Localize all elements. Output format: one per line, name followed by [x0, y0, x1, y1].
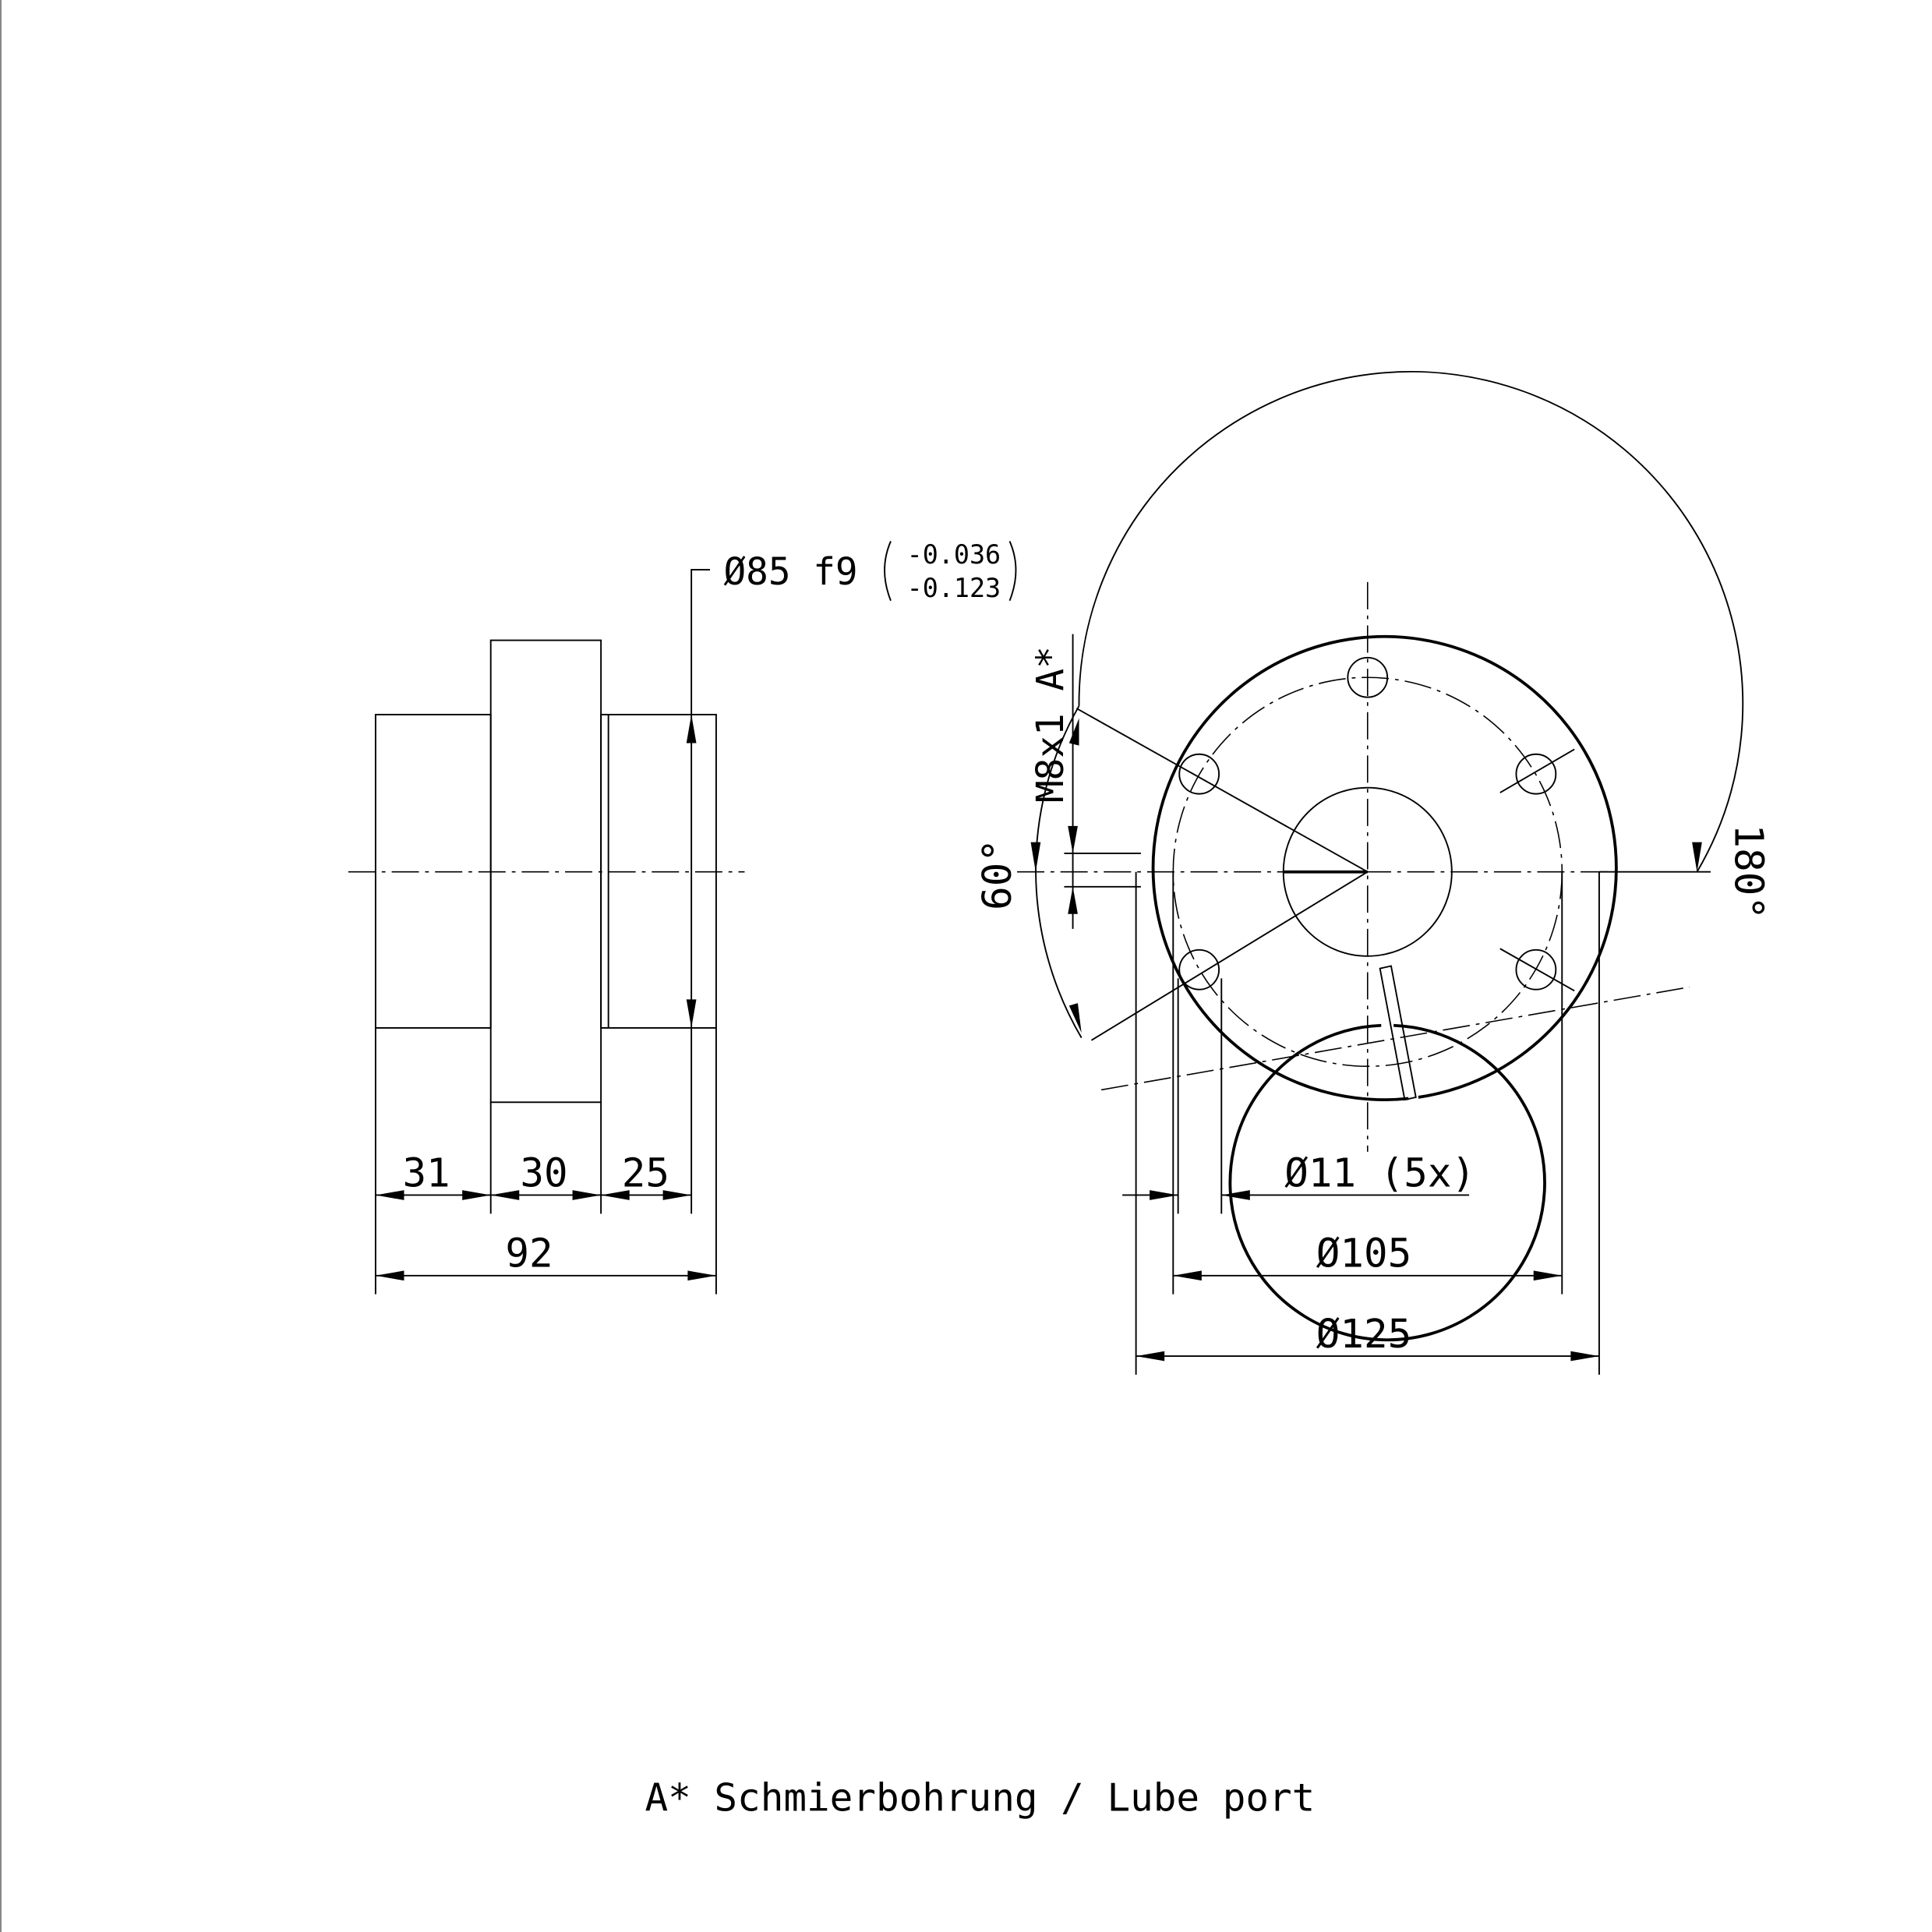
footnote: A* Schmierbohrung / Lube port: [645, 1775, 1315, 1820]
dim-25: 25: [622, 1150, 669, 1196]
bolt-hole: [1515, 948, 1557, 991]
dim-30: 30: [520, 1150, 567, 1196]
angle-180-label: 180°: [1726, 825, 1772, 920]
diameter-85-label: Ø85 f9: [723, 551, 857, 594]
dim-31: 31: [402, 1150, 450, 1196]
bolt-circle-label: Ø105: [1316, 1231, 1411, 1277]
dim-92: 92: [505, 1231, 553, 1277]
inner-ring: [1228, 1023, 1546, 1342]
bolt-circle: [1172, 676, 1563, 1068]
flange-middle: [489, 639, 602, 1104]
outer-diameter-label: Ø125: [1316, 1311, 1411, 1357]
flange-right: [600, 713, 717, 1029]
bolt-hole: [1178, 753, 1220, 795]
bolt-hole: [1515, 753, 1557, 795]
outer-flange: [1151, 634, 1618, 1102]
thread-label: M8x1 A*: [1030, 646, 1072, 803]
slot: [1379, 965, 1417, 1101]
angle-60-label: 60°: [974, 839, 1020, 910]
tolerance-upper: -0.036: [907, 539, 1001, 570]
tolerance-lower: -0.123: [907, 573, 1001, 603]
front-view: 180° 60° M8x1 A* Ø11 (5x) Ø105 Ø125: [974, 371, 1772, 1375]
bolt-hole: [1178, 948, 1220, 991]
bolt-hole: [1347, 656, 1389, 698]
bolt-holes: [1178, 656, 1557, 991]
flange-left: [374, 713, 492, 1029]
side-view: Ø85 f9 -0.036 -0.123 31 30 25 92: [348, 539, 1017, 1294]
hole-label: Ø11 (5x): [1284, 1150, 1475, 1196]
